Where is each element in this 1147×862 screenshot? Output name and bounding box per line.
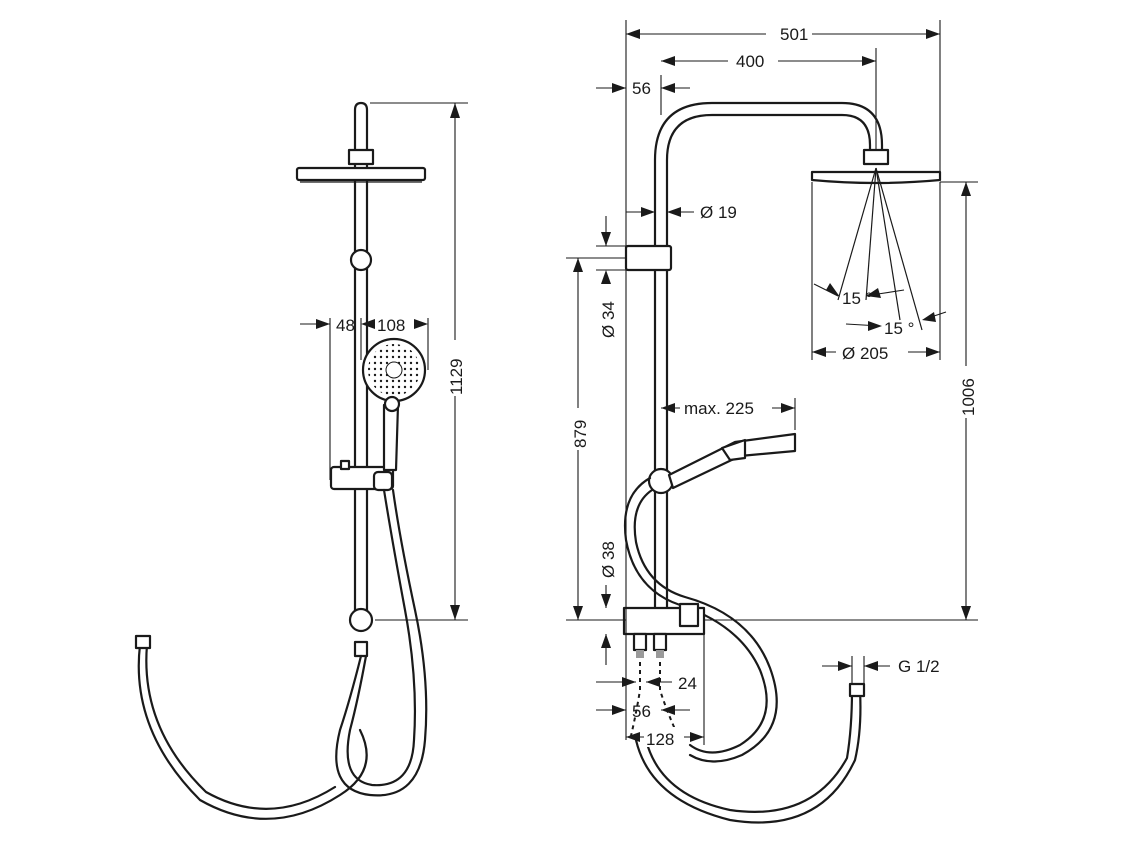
side-riser-and-arm <box>653 101 884 610</box>
side-handshower <box>667 432 797 490</box>
dim-handshower-diameter: 108 <box>377 316 405 335</box>
dim-inlet-spacing-large: 128 <box>646 730 674 749</box>
dim-inlet-spacing-small: 24 <box>678 674 697 693</box>
dim-spray-angle-right: 15 ° <box>884 319 914 338</box>
dim-inlet-offset: 56 <box>632 702 651 721</box>
dim-handshower-offset: 48 <box>336 316 355 335</box>
side-handshower-hose-inner <box>633 488 778 763</box>
front-upper-pipe-joint <box>349 248 373 272</box>
dim-arm-projection: 400 <box>736 52 764 71</box>
front-hose-end <box>134 634 152 650</box>
dim-wall-to-pipe: 56 <box>632 79 651 98</box>
front-riser-pipe <box>353 101 369 622</box>
dim-spray-angle-left: 15 ° <box>842 289 872 308</box>
front-holder-clip <box>372 470 394 492</box>
front-overhead-shower <box>295 166 427 182</box>
side-handshower-neck <box>720 438 747 462</box>
dim-width-total: 501 <box>780 25 808 44</box>
side-inlet-left-nut <box>636 650 644 658</box>
front-lower-pipe-joint <box>348 607 374 633</box>
front-view: 1129 48 108 <box>134 101 468 820</box>
front-overhead-connector <box>347 148 375 166</box>
side-inlet-right-nut <box>656 650 664 658</box>
spray-line <box>837 167 877 301</box>
side-wall-bracket <box>624 244 673 272</box>
spray-line <box>865 167 877 301</box>
side-supply-hose <box>634 688 862 824</box>
front-handshower-hose <box>335 488 428 797</box>
side-mixer-knob <box>678 602 700 628</box>
front-handshower-center <box>385 361 403 379</box>
side-overhead-connector <box>862 148 890 166</box>
side-supply-hose-inner <box>644 688 854 813</box>
side-inlet-left-dashed <box>629 662 641 741</box>
side-view: 501 400 56 Ø 19 Ø 34 879 <box>566 20 978 824</box>
dim-bracket-height: 879 <box>571 420 590 448</box>
side-inlet-left <box>632 632 648 652</box>
front-handshower-button <box>383 395 401 413</box>
spray-line <box>875 167 901 321</box>
side-inlet-right <box>652 632 668 652</box>
front-supply-hose-inner <box>145 643 337 810</box>
front-holder-tab <box>339 459 351 471</box>
dim-height-total: 1129 <box>447 358 466 395</box>
front-hose-nut <box>353 640 369 658</box>
front-supply-hose <box>137 643 368 820</box>
dim-inlet-thread: G 1/2 <box>898 657 940 676</box>
front-handshower-hose-inner <box>346 488 417 787</box>
side-hose-end <box>848 682 866 698</box>
dim-overhead-height: 1006 <box>959 378 978 416</box>
side-overhead-shower <box>810 170 942 185</box>
front-handshower-handle <box>382 403 400 472</box>
dim-bracket-diameter: Ø 34 <box>599 301 618 338</box>
dim-pipe-diameter: Ø 19 <box>700 203 737 222</box>
spray-line <box>875 167 923 331</box>
dim-overhead-diameter: Ø 205 <box>842 344 888 363</box>
dim-valve-diameter: Ø 38 <box>599 541 618 578</box>
dim-handshower-reach: max. 225 <box>684 399 754 418</box>
